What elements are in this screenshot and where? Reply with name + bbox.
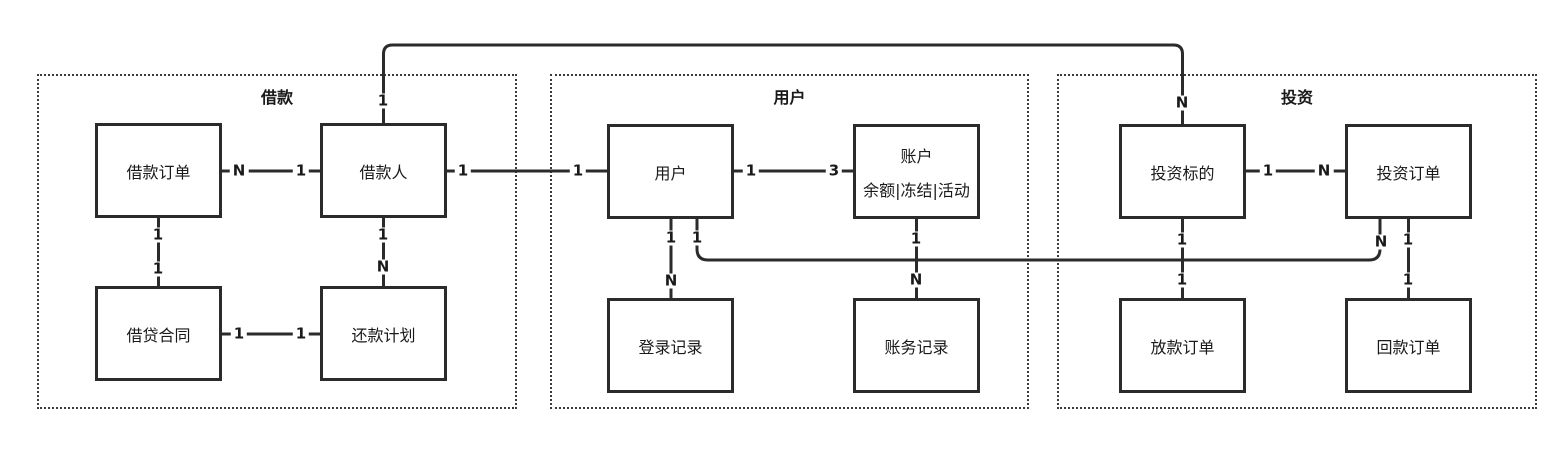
connector-borrower-investment-target: [382, 43, 1184, 124]
cardinality-borrower-user-to: 1: [569, 163, 587, 179]
entity-repayment-plan: 还款计划: [320, 286, 447, 381]
cardinality-user-invorder-from: 1: [688, 230, 706, 246]
entity-user-label: 用户: [654, 163, 687, 183]
cardinality-borrower-user-from: 1: [454, 163, 472, 179]
entity-loan-order-label: 借款订单: [126, 162, 191, 182]
entity-repayment-order-label: 回款订单: [1376, 337, 1441, 357]
cardinality-target-disburse-from: 1: [1173, 232, 1191, 248]
entity-disbursement-order: 放款订单: [1119, 298, 1246, 393]
cardinality-target-disburse-to: 1: [1173, 272, 1191, 288]
entity-account-fields: 余额|冻结|活动: [863, 180, 970, 200]
group-user-title: 用户: [773, 88, 806, 107]
entity-repayment-order: 回款订单: [1345, 298, 1472, 393]
entity-investment-target: 投资标的: [1119, 124, 1246, 219]
cardinality-borrower-plan-to: N: [373, 259, 393, 275]
entity-account-title: 账户: [900, 146, 933, 166]
cardinality-target-invorder-to: N: [1314, 163, 1334, 179]
entity-disbursement-order-label: 放款订单: [1150, 337, 1215, 357]
connector-user-investment-order: [695, 219, 1382, 262]
group-user: 用户: [550, 74, 1029, 409]
entity-investment-target-label: 投资标的: [1150, 163, 1215, 183]
cardinality-account-record-from: 1: [907, 231, 925, 247]
cardinality-account-record-to: N: [906, 272, 926, 288]
cardinality-contract-plan-from: 1: [230, 326, 248, 342]
entity-investment-order: 投资订单: [1345, 124, 1472, 219]
entity-borrower: 借款人: [320, 123, 447, 218]
cardinality-invorder-return-to: 1: [1399, 272, 1417, 288]
cardinality-borrower-1: 1: [292, 163, 310, 179]
group-investment: 投资: [1057, 74, 1537, 409]
cardinality-target-top: N: [1172, 95, 1192, 111]
cardinality-borrower-plan-from: 1: [374, 227, 392, 243]
entity-accounting-record: 账务记录: [853, 298, 980, 393]
cardinality-loan-order-n: N: [229, 163, 249, 179]
cardinality-user-account-from: 1: [742, 163, 760, 179]
entity-loan-contract: 借贷合同: [95, 286, 222, 381]
cardinality-target-invorder-from: 1: [1259, 163, 1277, 179]
entity-loan-contract-label: 借贷合同: [126, 325, 191, 345]
entity-investment-order-label: 投资订单: [1376, 163, 1441, 183]
cardinality-user-login-from: 1: [662, 230, 680, 246]
group-borrowing: 借款: [37, 74, 517, 409]
entity-loan-order: 借款订单: [95, 123, 222, 218]
entity-borrower-label: 借款人: [359, 162, 408, 182]
entity-accounting-record-label: 账务记录: [884, 337, 949, 357]
cardinality-borrower-top: 1: [374, 93, 392, 109]
entity-login-record-label: 登录记录: [638, 337, 703, 357]
entity-account: 账户 余额|冻结|活动: [853, 124, 980, 219]
cardinality-loan-order-contract-from: 1: [149, 227, 167, 243]
cardinality-contract-plan-to: 1: [292, 326, 310, 342]
entity-repayment-plan-label: 还款计划: [351, 325, 416, 345]
group-investment-title: 投资: [1280, 88, 1314, 107]
cardinality-user-login-to: N: [661, 273, 681, 289]
entity-login-record: 登录记录: [607, 298, 734, 393]
cardinality-loan-order-contract-to: 1: [149, 261, 167, 277]
entity-user: 用户: [607, 124, 734, 219]
cardinality-invorder-return-from: 1: [1399, 232, 1417, 248]
group-borrowing-title: 借款: [260, 88, 294, 107]
cardinality-user-invorder-to: N: [1371, 234, 1391, 250]
cardinality-user-account-to: 3: [825, 163, 843, 179]
